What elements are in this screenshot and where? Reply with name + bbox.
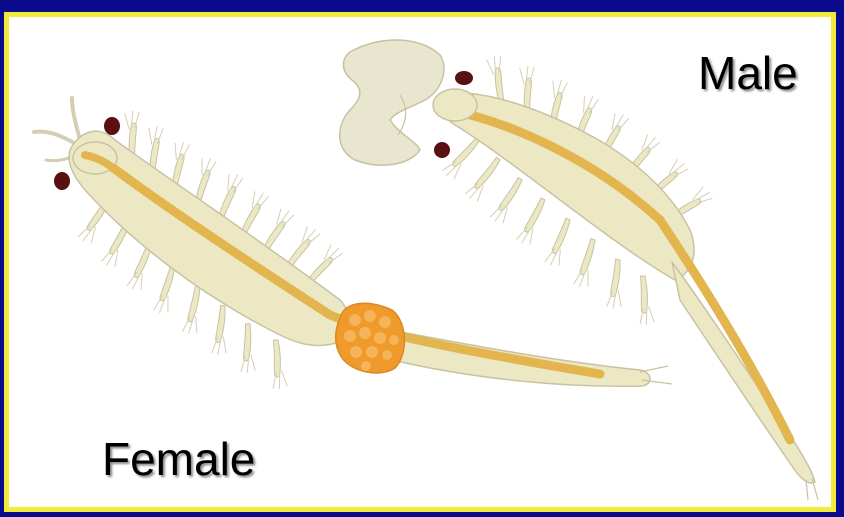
male-claspers	[340, 40, 444, 165]
male-label: Male	[698, 46, 798, 100]
male-eye-upper	[455, 71, 473, 85]
female-label: Female	[102, 432, 255, 486]
female-eye-upper	[104, 117, 120, 135]
male-eye-lower	[434, 142, 450, 158]
female-egg-sac	[336, 303, 405, 373]
female-eye-lower	[54, 172, 70, 190]
male-brine-shrimp	[340, 40, 818, 500]
male-tail	[672, 262, 815, 483]
